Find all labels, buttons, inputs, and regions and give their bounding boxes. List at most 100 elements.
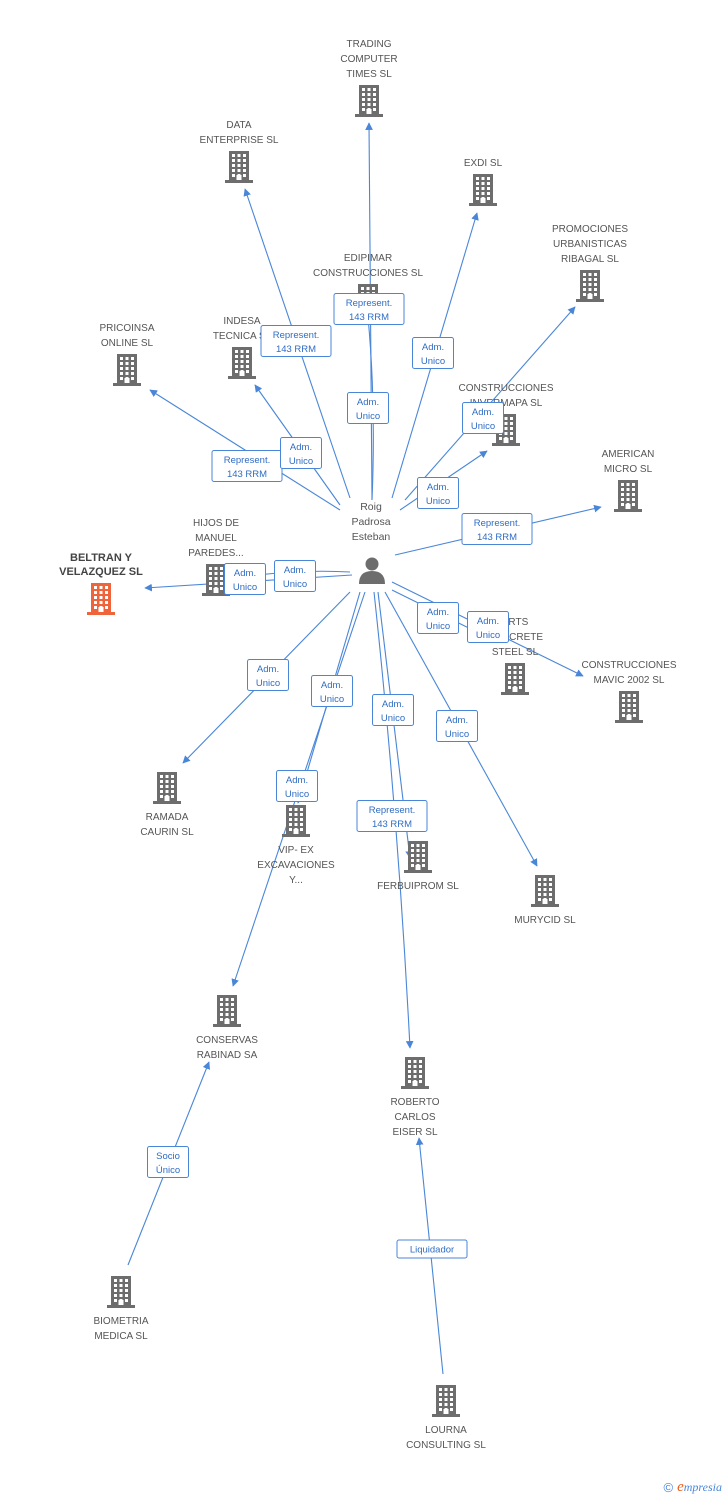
company-node-murycid[interactable]: MURYCID SL — [514, 875, 576, 926]
company-label-line: RIBAGAL SL — [561, 254, 619, 265]
company-label-line: BELTRAN Y — [70, 552, 133, 564]
company-node-exdi[interactable]: EXDI SL — [464, 158, 503, 206]
relation-text: Represent. — [474, 518, 520, 529]
relation-text: Adm. — [290, 442, 312, 453]
relation-label-roig-exdi[interactable]: Adm.Unico — [412, 337, 454, 369]
relation-label-roig-conservas[interactable]: Adm.Unico — [276, 770, 318, 802]
relation-text: Socio — [156, 1151, 180, 1162]
relation-label-roig-trading[interactable]: Adm.Unico — [347, 392, 389, 424]
relation-label-roig-mavic[interactable]: Adm.Unico — [467, 611, 509, 643]
building-icon — [355, 85, 383, 117]
relation-text: Represent. — [273, 330, 319, 341]
person-name-line: Padrosa — [351, 516, 390, 528]
relation-label-roig-ferbuiprom[interactable]: Adm.Unico — [372, 694, 414, 726]
company-label-line: AMERICAN — [602, 449, 655, 460]
relation-text: Unico — [283, 579, 307, 590]
building-icon — [213, 995, 241, 1027]
company-label-line: VELAZQUEZ SL — [59, 566, 143, 578]
relation-text: 143 RRM — [349, 312, 389, 323]
company-label-line: MANUEL — [195, 533, 237, 544]
relation-label-lourna-roberto[interactable]: Liquidador — [396, 1239, 468, 1259]
relation-label-roig-pricoinsa[interactable]: Represent.143 RRM — [211, 450, 283, 482]
brand-name: mpresia — [683, 1480, 722, 1494]
company-node-vip[interactable]: VIP- EXEXCAVACIONESY... — [257, 805, 335, 886]
company-label-line: EXDI SL — [464, 158, 503, 169]
company-label-line: RAMADA — [146, 812, 189, 823]
company-label-line: FERBUIPROM SL — [377, 881, 459, 892]
relation-text: Adm. — [427, 482, 449, 493]
relation-label-roig-hijos[interactable]: Adm.Unico — [274, 560, 316, 592]
relation-text: Unico — [320, 694, 344, 705]
building-icon — [576, 270, 604, 302]
company-label-line: CARLOS — [394, 1112, 435, 1123]
relation-label-roig-data[interactable]: Represent.143 RRM — [260, 325, 332, 357]
company-label-line: ARTS — [502, 617, 529, 628]
person-icon — [359, 557, 385, 584]
company-label-line: COMPUTER — [340, 54, 397, 65]
company-label-line: PRICOINSA — [99, 323, 154, 334]
relation-text: Represent. — [346, 298, 392, 309]
relation-text: Adm. — [286, 775, 308, 786]
relation-text: Unico — [289, 456, 313, 467]
company-label-line: TECNICA SL — [213, 331, 272, 342]
company-label-line: CONSULTING SL — [406, 1440, 486, 1451]
building-icon — [614, 480, 642, 512]
relation-label-roig-invermapa[interactable]: Adm.Unico — [417, 477, 459, 509]
relation-text: Liquidador — [410, 1245, 454, 1256]
relation-label-roig-edipimar[interactable]: Represent. 143 RRM — [333, 293, 405, 325]
relation-text: Adm. — [321, 680, 343, 691]
company-label-line: ROBERTO — [390, 1097, 439, 1108]
company-label-line: TRADING — [347, 39, 392, 50]
company-label-line: MAVIC 2002 SL — [594, 675, 665, 686]
company-label-line: INVERMAPA SL — [470, 398, 543, 409]
building-icon — [432, 1385, 460, 1417]
relation-label-roig-roberto[interactable]: Represent.143 RRM — [356, 800, 428, 832]
relation-label-roig-american[interactable]: Represent. 143 RRM — [461, 513, 533, 545]
building-icon — [531, 875, 559, 907]
company-label-line: EDIPIMAR — [344, 253, 392, 264]
company-label-line: EXCAVACIONES — [257, 860, 335, 871]
building-icon — [228, 347, 256, 379]
relation-label-roig-indesa[interactable]: Adm. Unico — [280, 437, 322, 469]
relation-label-roig-murycid[interactable]: Adm.Unico — [436, 710, 478, 742]
company-node-beltran[interactable]: BELTRAN Y VELAZQUEZ SL — [59, 552, 143, 615]
relation-label-roig-beltran[interactable]: Adm.Unico — [224, 563, 266, 595]
relation-label-roig-arts[interactable]: Adm.Unico — [417, 602, 459, 634]
company-node-mavic[interactable]: CONSTRUCCIONES MAVIC 2002 SL — [581, 660, 677, 723]
company-label-line: STEEL SL — [492, 647, 539, 658]
relation-label-roig-vip[interactable]: Adm. Unico — [311, 675, 353, 707]
company-label-line: MURYCID SL — [514, 915, 576, 926]
relation-text: Unico — [256, 678, 280, 689]
building-icon — [153, 772, 181, 804]
company-node-ferbuiprom[interactable]: FERBUIPROM SL — [377, 841, 459, 892]
person-name-line: Roig — [360, 501, 382, 513]
relation-text: Adm. — [422, 342, 444, 353]
copyright-symbol: © — [663, 1480, 674, 1495]
company-node-hijos[interactable]: HIJOS DEMANUELPAREDES... — [188, 518, 244, 596]
company-label-line: BIOMETRIA — [93, 1316, 148, 1327]
relation-text: 143 RRM — [477, 532, 517, 543]
person-name-line: Esteban — [352, 531, 391, 543]
building-icon — [113, 354, 141, 386]
company-label-line: CONSTRUCCIONES — [581, 660, 676, 671]
relation-text: 143 RRM — [227, 469, 267, 480]
building-icon — [87, 583, 115, 615]
relation-label-roig-ramada[interactable]: Adm.Unico — [247, 659, 289, 691]
relation-label-roig-promociones[interactable]: Adm.Unico — [462, 402, 504, 434]
